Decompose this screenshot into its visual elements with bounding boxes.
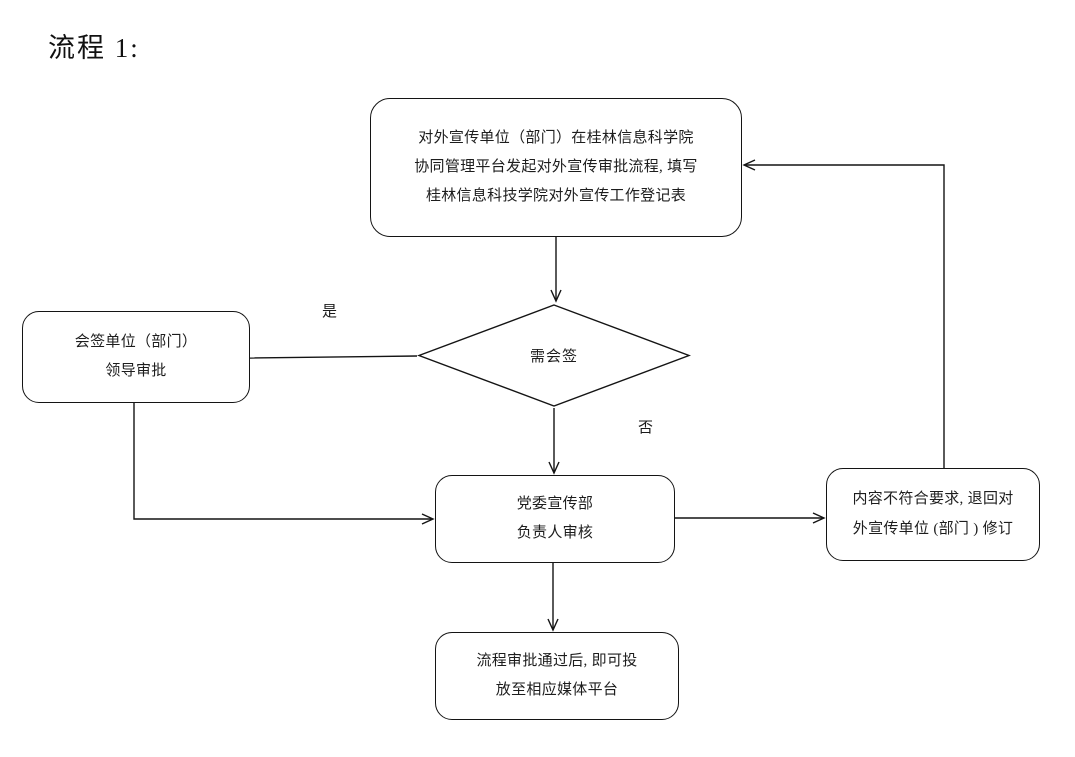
node-reject-return-for-revision[interactable]: 内容不符合要求, 退回对 外宣传单位 (部门 ) 修订 (826, 468, 1040, 561)
edge-cosign-to-review (133, 403, 435, 525)
node-origin-unit-submits-application[interactable]: 对外宣传单位（部门）在桂林信息科学院 协同管理平台发起对外宣传审批流程, 填写 … (370, 98, 742, 237)
node-cosign-line-1: 会签单位（部门） (74, 333, 198, 350)
edge-reject-to-origin (742, 159, 945, 468)
node-reject-line-2: 外宣传单位 (部门 ) 修订 (852, 520, 1014, 537)
node-origin-line-2: 协同管理平台发起对外宣传审批流程, 填写 (414, 158, 698, 175)
edge-label-yes: 是 (322, 304, 338, 320)
node-reject-line-1: 内容不符合要求, 退回对 (852, 491, 1014, 508)
node-origin-line-3: 桂林信息科技学院对外宣传工作登记表 (425, 188, 687, 205)
node-decision-needs-cosign[interactable]: 需会签 (417, 303, 691, 408)
node-propaganda-department-review[interactable]: 党委宣传部 负责人审核 (435, 475, 675, 563)
edge-decision-to-cosign (249, 355, 418, 359)
diamond-shape (417, 304, 691, 407)
node-publish-to-media-platform[interactable]: 流程审批通过后, 即可投 放至相应媒体平台 (435, 632, 679, 720)
node-decision-label: 需会签 (529, 349, 578, 365)
node-cosign-line-2: 领导审批 (105, 363, 167, 379)
node-review-line-2: 负责人审核 (516, 525, 594, 541)
page-title: 流程 1: (48, 33, 140, 63)
node-cosign-unit-leader-approval[interactable]: 会签单位（部门） 领导审批 (22, 311, 250, 403)
node-origin-line-1: 对外宣传单位（部门）在桂林信息科学院 (418, 129, 694, 146)
node-publish-line-2: 放至相应媒体平台 (495, 682, 619, 698)
node-review-line-1: 党委宣传部 (516, 495, 594, 512)
node-publish-line-1: 流程审批通过后, 即可投 (476, 652, 638, 669)
edge-label-no: 否 (638, 420, 654, 436)
